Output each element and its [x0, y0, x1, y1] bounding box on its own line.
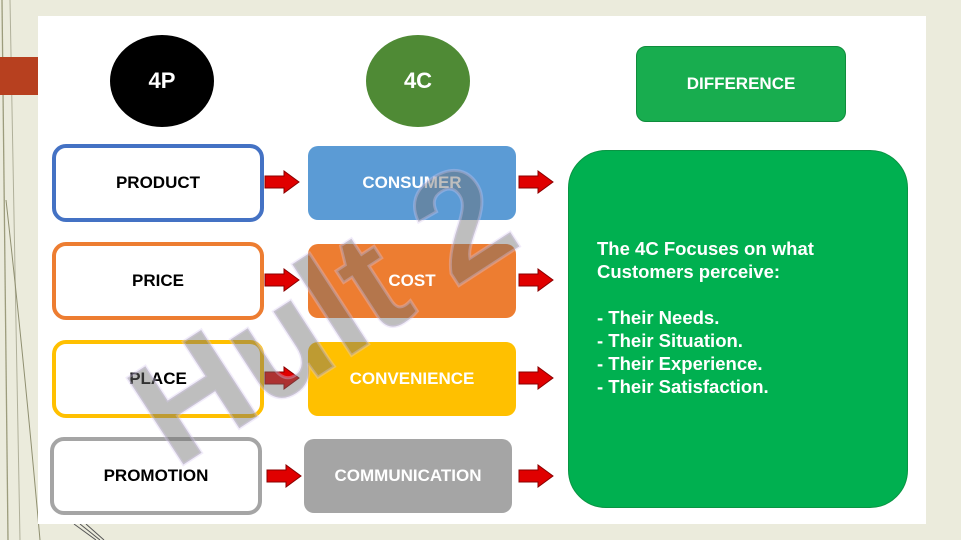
accent-bar: [0, 57, 38, 95]
c-box-communication: COMMUNICATION: [304, 439, 512, 513]
arrow-right-icon: [518, 170, 554, 194]
arrow-right-icon: [518, 366, 554, 390]
difference-text: The 4C Focuses on what Customers perceiv…: [597, 237, 887, 398]
c-box-cost: COST: [308, 244, 516, 318]
arrow-right-icon: [518, 268, 554, 292]
header-4c-label: 4C: [403, 68, 433, 93]
c-label-cost: COST: [388, 271, 436, 290]
p-label-promotion: PROMOTION: [103, 466, 209, 485]
arrow-right-icon: [266, 464, 302, 488]
list-item: - Their Situation.: [597, 330, 743, 351]
c-label-communication: COMMUNICATION: [334, 466, 482, 485]
p-box-price: PRICE: [52, 242, 264, 320]
p-label-place: PLACE: [129, 369, 187, 388]
perception-list: - Their Needs. - Their Situation. - Thei…: [597, 306, 887, 398]
header-4p-circle: 4P: [110, 35, 214, 127]
arrow-right-icon: [264, 170, 300, 194]
p-box-promotion: PROMOTION: [50, 437, 262, 515]
c-label-convenience: CONVENIENCE: [349, 369, 475, 388]
arrow-right-icon: [264, 268, 300, 292]
p-label-product: PRODUCT: [115, 173, 201, 192]
p-label-price: PRICE: [132, 271, 184, 290]
difference-intro: The 4C Focuses on what Customers perceiv…: [597, 238, 814, 282]
list-item: - Their Experience.: [597, 353, 763, 374]
c-box-consumer: CONSUMER: [308, 146, 516, 220]
arrow-right-icon: [518, 464, 554, 488]
c-label-consumer: CONSUMER: [362, 173, 462, 192]
difference-header: DIFFERENCE: [636, 46, 846, 122]
c-box-convenience: CONVENIENCE: [308, 342, 516, 416]
p-box-product: PRODUCT: [52, 144, 264, 222]
header-4c-circle: 4C: [366, 35, 470, 127]
list-item: - Their Satisfaction.: [597, 376, 769, 397]
header-4p-label: 4P: [148, 68, 176, 93]
difference-box: The 4C Focuses on what Customers perceiv…: [568, 150, 908, 508]
list-item: - Their Needs.: [597, 307, 720, 328]
p-box-place: PLACE: [52, 340, 264, 418]
difference-label: DIFFERENCE: [686, 74, 796, 93]
arrow-right-icon: [264, 366, 300, 390]
